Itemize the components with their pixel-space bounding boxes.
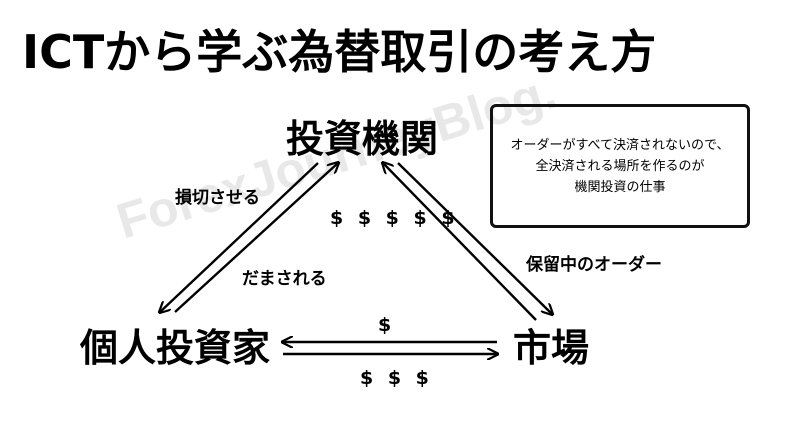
money-five: $ $ $ $ $ <box>330 207 459 229</box>
arrow-down-right-icon <box>397 162 552 314</box>
note-line-2: 全決済される場所を作るのが <box>535 158 705 174</box>
note-line-3: 機関投資の仕事 <box>574 179 666 195</box>
arrow-up-right-icon <box>174 163 338 313</box>
note-box: オーダーがすべて決済されないので、 全決済される場所を作るのが 機関投資の仕事 <box>490 104 750 228</box>
arrow-up-left-icon <box>383 163 537 321</box>
node-market: 市場 <box>513 326 590 370</box>
label-songiri: 損切させる <box>175 188 260 208</box>
note-line-1: オーダーがすべて決済されないので、 <box>510 137 730 153</box>
page-title: ICTから学ぶ為替取引の考え方 <box>22 25 657 79</box>
money-three: $ $ $ <box>360 367 433 389</box>
label-pending-order: 保留中のオーダー <box>526 255 662 275</box>
node-institution: 投資機関 <box>286 117 439 161</box>
label-damasareru: だまされる <box>242 269 327 289</box>
arrow-down-left-icon <box>160 162 319 312</box>
node-individual: 個人投資家 <box>80 326 271 370</box>
money-one: $ <box>378 314 396 336</box>
